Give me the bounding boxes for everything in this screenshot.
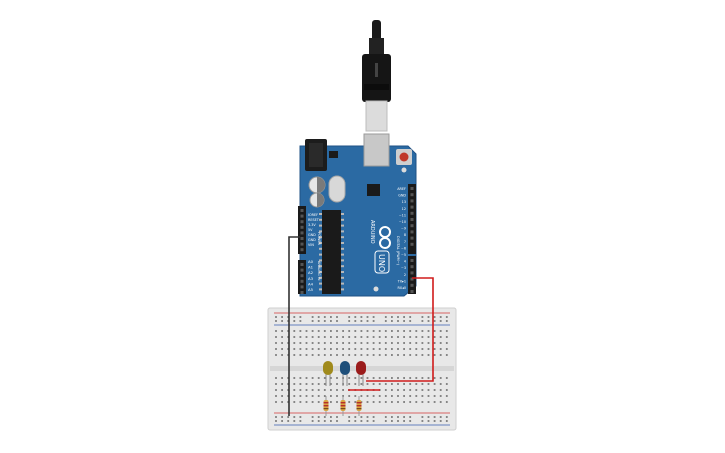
digital-pin-label: 4 xyxy=(404,260,406,264)
header-label: 3.3V xyxy=(308,223,316,227)
analog-pin-label: A2 xyxy=(308,270,314,275)
digital-pin-label: 13 xyxy=(402,200,406,204)
arduino-uno-board[interactable]: ARDUINO UNO IOREFRESET3.3V5VGNDGNDVINA0A… xyxy=(298,133,417,297)
header-label: GND xyxy=(308,233,316,237)
led-red[interactable] xyxy=(356,361,366,386)
header-label: IOREF xyxy=(308,213,318,217)
brand-label: ARDUINO xyxy=(369,220,375,244)
digital-pin-label: RX◂0 xyxy=(397,286,406,290)
digital-pin-label: 7 xyxy=(404,240,406,244)
analog-pin-label: A5 xyxy=(308,287,314,292)
usb-socket xyxy=(363,133,390,167)
digital-caption: DIGITAL (PWM~) xyxy=(396,236,400,266)
analog-pin-label: A0 xyxy=(308,259,314,264)
digital-pin-label: AREF xyxy=(397,187,406,191)
analog-caption: ANALOG IN xyxy=(317,261,321,281)
analog-pin-label: A3 xyxy=(308,276,314,281)
header-label: VIN xyxy=(308,243,314,247)
power-caption: POWER xyxy=(317,232,321,246)
right-header-bottom[interactable] xyxy=(408,256,416,294)
led-blue[interactable] xyxy=(340,361,350,386)
reset-button[interactable] xyxy=(396,149,412,165)
crystal xyxy=(328,175,346,203)
resistors[interactable] xyxy=(323,396,362,416)
digital-pin-label: ~10 xyxy=(399,220,406,224)
digital-pin-label: 2 xyxy=(404,273,406,277)
usb-cable[interactable] xyxy=(362,20,391,132)
led-yellow[interactable] xyxy=(323,361,333,386)
digital-pin-label: ~5 xyxy=(401,253,406,257)
digital-pin-label: ~9 xyxy=(401,227,406,231)
analog-pin-label: A4 xyxy=(308,281,314,286)
analog-pin-label: A1 xyxy=(308,265,314,270)
ground-wire[interactable] xyxy=(288,236,300,416)
signal-wire-digital-2[interactable] xyxy=(366,277,434,382)
arduino-logo xyxy=(379,226,391,249)
header-label: RESET xyxy=(308,218,320,222)
digital-pin-label: ~6 xyxy=(401,246,406,250)
digital-pin-label: TX▸1 xyxy=(397,279,406,283)
digital-pin-label: ~3 xyxy=(401,266,406,270)
digital-pin-label: 8 xyxy=(404,233,406,237)
microcontroller-chip xyxy=(319,210,344,294)
left-header-top[interactable] xyxy=(298,206,306,254)
digital-pin-label: ~11 xyxy=(399,213,406,217)
header-label: GND xyxy=(308,238,316,242)
header-label: 5V xyxy=(308,228,313,232)
digital-pin-label: 12 xyxy=(402,207,406,211)
digital-pin-label: GND xyxy=(398,194,406,198)
model-label: UNO xyxy=(377,254,386,272)
